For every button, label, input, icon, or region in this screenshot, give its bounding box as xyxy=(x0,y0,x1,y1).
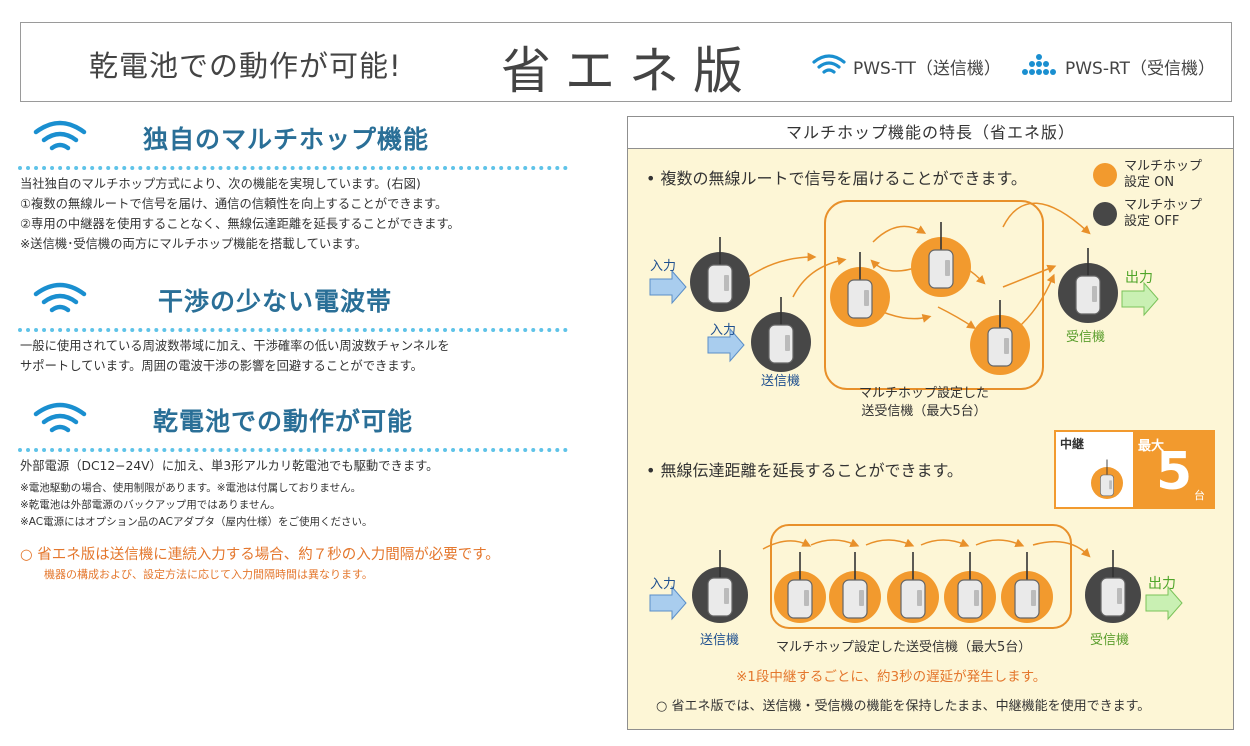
section-body: 一般に使用されている周波数帯域に加え、干渉確率の低い周波数チャンネルを サポート… xyxy=(20,336,568,376)
transmitter-label: 送信機 xyxy=(700,633,740,648)
note-line: ※電池駆動の場合、使用制限があります。※電池は付属しておりません。 xyxy=(20,482,362,494)
header-left-title: 乾電池での動作が可能! xyxy=(89,49,402,83)
output-label: 出力 xyxy=(1125,270,1153,286)
section-title: 干渉の少ない電波帯 xyxy=(158,287,393,316)
input-label: 入力 xyxy=(650,259,677,274)
legend-on-line2: 設定 ON xyxy=(1124,175,1175,190)
section-multihop: 独自のマルチホップ機能 当社独自のマルチホップ方式により、次の機能を実現していま… xyxy=(18,118,568,254)
battery-notes: ※電池駆動の場合、使用制限があります。※電池は付属しておりません。 ※乾電池は外… xyxy=(20,480,568,531)
wifi-icon xyxy=(33,282,87,313)
body-line: ※送信機･受信機の両方にマルチホップ機能を搭載しています。 xyxy=(20,237,367,251)
note-line: ※AC電源にはオプション品のACアダプタ（屋内仕様）をご使用ください。 xyxy=(20,516,373,528)
multihop-diagram xyxy=(649,163,1215,629)
section-body: 外部電源（DC12−24V）に加え、単3形アルカリ乾電池でも駆動できます。 xyxy=(20,459,439,473)
relay-max-label: 最大 xyxy=(1138,439,1165,454)
body-line: ①複数の無線ルートで信号を届け、通信の信頼性を向上することができます。 xyxy=(20,197,448,211)
legend-transmitter-label: PWS-TT（送信機） xyxy=(853,58,1001,79)
section-title: 独自のマルチホップ機能 xyxy=(143,125,430,154)
legend-off-line2: 設定 OFF xyxy=(1124,214,1180,229)
legend-receiver-label: PWS-RT（受信機） xyxy=(1065,58,1215,79)
chain-label: マルチホップ設定した送受信機（最大5台） xyxy=(776,640,1032,655)
section-title: 乾電池での動作が可能 xyxy=(153,407,414,436)
body-line: サポートしています。周囲の電波干渉の影響を回避することができます。 xyxy=(20,359,423,373)
relay-unit: 台 xyxy=(1194,489,1205,502)
section-battery: 乾電池での動作が可能 外部電源（DC12−24V）に加え、単3形アルカリ乾電池で… xyxy=(18,400,568,582)
header-banner: 乾電池での動作が可能! 省エネ版 PWS-TT（送信機） PWS-RT（受信機） xyxy=(20,22,1232,102)
dotted-divider xyxy=(18,446,568,452)
orange-note-sub: 機器の構成および、設定方法に応じて入力間隔時間は異なります。 xyxy=(44,568,373,581)
relay-max-value: 5 xyxy=(1156,442,1193,502)
input-label: 入力 xyxy=(710,323,737,338)
orange-note: ○ 省エネ版は送信機に連続入力する場合、約７秒の入力間隔が必要です。 xyxy=(20,547,500,563)
relay-label: 中継 xyxy=(1060,437,1085,451)
section-interference: 干渉の少ない電波帯 一般に使用されている周波数帯域に加え、干渉確率の低い周波数チ… xyxy=(18,280,568,376)
wifi-icon xyxy=(812,54,846,74)
legend-on-line1: マルチホップ xyxy=(1124,159,1203,174)
multihop-feature-panel: マルチホップ機能の特長（省エネ版） xyxy=(627,116,1234,730)
wifi-icon xyxy=(33,120,87,151)
group-label: マルチホップ設定した 送受信機（最大5台） xyxy=(859,385,989,421)
legend-off-line1: マルチホップ xyxy=(1124,198,1203,213)
legend-multihop-off: マルチホップ 設定 OFF xyxy=(1124,198,1202,230)
receiver-label: 受信機 xyxy=(1090,633,1130,648)
panel-title: マルチホップ機能の特長（省エネ版） xyxy=(628,117,1233,149)
wifi-icon xyxy=(33,402,87,433)
body-line: 一般に使用されている周波数帯域に加え、干渉確率の低い周波数チャンネルを xyxy=(20,339,450,353)
header-center-title: 省エネ版 xyxy=(501,42,757,100)
legend-multihop-on: マルチホップ 設定 ON xyxy=(1124,159,1202,191)
feature-bullet-routes: • 複数の無線ルートで信号を届けることができます。 xyxy=(646,169,1027,188)
receiver-label: 受信機 xyxy=(1066,330,1106,345)
note-line: ※乾電池は外部電源のバックアップ用ではありません。 xyxy=(20,499,281,511)
body-line: 当社独自のマルチホップ方式により、次の機能を実現しています。(右図) xyxy=(20,177,421,191)
feature-bullet-distance: • 無線伝達距離を延長することができます。 xyxy=(646,461,963,480)
body-line: ②専用の中継器を使用することなく、無線伝達距離を延長することができます。 xyxy=(20,217,460,231)
output-label: 出力 xyxy=(1148,576,1176,592)
input-label: 入力 xyxy=(650,577,677,592)
delay-note: ※1段中継するごとに、約3秒の遅延が発生します。 xyxy=(736,669,1047,685)
receiver-dots-icon xyxy=(1022,54,1056,75)
legend-receiver: PWS-RT（受信機） xyxy=(1019,53,1215,79)
group-label-line2: 送受信機（最大5台） xyxy=(861,404,987,419)
transmitter-label: 送信機 xyxy=(761,374,801,389)
dotted-divider xyxy=(18,326,568,332)
bottom-note: ○ 省エネ版では、送信機・受信機の機能を保持したまま、中継機能を使用できます。 xyxy=(656,699,1151,714)
legend-transmitter: PWS-TT（送信機） xyxy=(811,53,1001,79)
dotted-divider xyxy=(18,164,568,170)
section-body: 当社独自のマルチホップ方式により、次の機能を実現しています。(右図) ①複数の無… xyxy=(20,174,568,254)
group-label-line1: マルチホップ設定した xyxy=(859,386,990,401)
